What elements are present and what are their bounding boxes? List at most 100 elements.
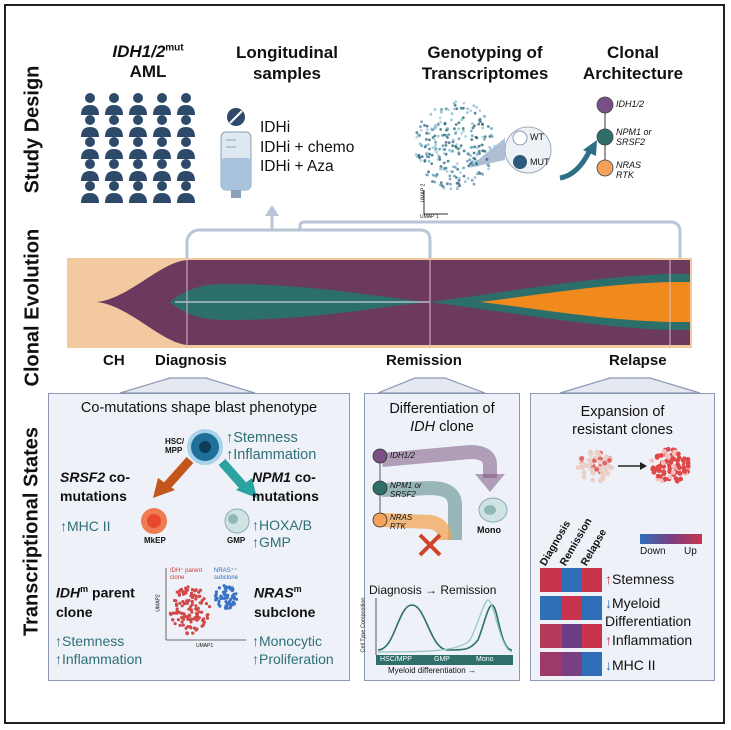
row-label-inflammation: ↑Inflammation	[605, 632, 692, 648]
parent-cell	[184, 589, 188, 593]
umap-cell	[434, 174, 438, 178]
subclone-cell	[224, 589, 228, 593]
umap-cell	[469, 162, 472, 166]
parent-cell	[181, 600, 185, 604]
cell-after	[685, 457, 691, 462]
umap-cell	[481, 135, 485, 139]
parent-cell	[171, 611, 175, 615]
umap-cell	[420, 155, 424, 159]
umap-cell	[446, 159, 450, 163]
umap-cell	[424, 144, 428, 148]
umap-cell	[476, 152, 479, 155]
umap-cell	[454, 145, 458, 149]
umap-cell	[425, 151, 429, 155]
cell-before	[579, 456, 585, 461]
umap-cell	[451, 144, 454, 148]
person-icon	[157, 115, 167, 125]
umap-cell	[439, 165, 443, 168]
aml-title-gene: IDH1/2	[112, 42, 166, 61]
parent-cell	[181, 590, 185, 594]
umap-cell	[452, 101, 456, 105]
umap-cell	[455, 187, 459, 191]
umap-cell	[441, 144, 445, 148]
p2-node-idh: IDH1/2	[390, 451, 415, 460]
cell-after	[676, 465, 682, 470]
parent-cell	[190, 600, 194, 604]
cell-after	[668, 459, 674, 465]
parent-stemness: ↑Stemness	[55, 633, 125, 649]
subclone-cell	[224, 605, 228, 610]
umap-cell	[448, 174, 452, 178]
umap-cell	[473, 145, 477, 149]
stage-relapse: Relapse	[609, 352, 667, 369]
parent-cell	[195, 627, 199, 631]
umap-cell	[425, 138, 428, 141]
umap-cell	[471, 160, 474, 164]
cell-before	[587, 450, 593, 456]
umap-cell	[462, 129, 465, 133]
dx-rem-header: Diagnosis → Remission	[369, 583, 496, 597]
umap-cell	[455, 107, 459, 111]
heatmap-row-inflammation	[540, 624, 602, 648]
parent-cell	[175, 590, 179, 594]
umap-cell	[454, 130, 458, 134]
parent-cell	[205, 616, 210, 620]
parent-cell	[196, 606, 200, 611]
umap-cell	[444, 107, 448, 111]
umap-cell	[490, 127, 493, 130]
person-icon	[109, 159, 119, 169]
umap-cell	[418, 142, 422, 146]
aml-title-sup: mut	[165, 42, 184, 54]
person-icon	[85, 93, 95, 103]
umap-cell	[439, 109, 443, 112]
umap-cell	[477, 161, 480, 164]
legend-down: Down	[640, 546, 666, 557]
architecture-title-2: Architecture	[582, 64, 684, 83]
person-icon	[157, 181, 167, 191]
umap-cell	[433, 180, 437, 184]
aml-title: IDH1/2mut AML	[88, 42, 208, 82]
arch-srsf2-text: SRSF2	[616, 137, 646, 147]
parent-cell	[206, 613, 210, 617]
row-label-stemness: ↑Stemness	[605, 571, 674, 587]
person-icon	[85, 181, 95, 191]
umap-cell	[431, 136, 435, 139]
umap-cell	[436, 122, 440, 126]
umap-cell	[475, 105, 479, 109]
umap1-label: UMAP 1	[420, 214, 439, 220]
parent-cell	[189, 626, 193, 630]
person-icon	[129, 127, 147, 137]
panel2-title-1: Differentiation of	[389, 401, 495, 417]
umap-cell	[478, 109, 482, 112]
gmp-label: GMP	[227, 536, 246, 545]
subclone-monocytic: ↑Monocytic	[252, 633, 323, 649]
person-icon	[157, 93, 167, 103]
umap-cell	[436, 134, 440, 138]
parent-cell	[176, 618, 180, 622]
cell-after	[656, 453, 661, 459]
person-icon	[153, 127, 171, 137]
umap-cell	[462, 149, 466, 153]
umap-cell	[466, 152, 470, 155]
umap-cell	[427, 170, 430, 174]
row-myeloid-arrow: ↓	[605, 595, 612, 611]
p1-umap1-label: UMAP1	[196, 643, 214, 649]
cell-after	[661, 464, 666, 469]
panel1-title: Co-mutations shape blast phenotype	[80, 400, 318, 416]
umap-cell	[419, 159, 423, 162]
umap-cell	[453, 127, 456, 131]
umap-cell	[455, 143, 458, 146]
srsf2-gene: SRSF2	[60, 469, 106, 485]
parent-cell	[181, 592, 185, 596]
umap-cell	[446, 136, 449, 139]
hsc-label: HSC/MPP	[165, 437, 184, 455]
cell-after	[651, 469, 657, 475]
person-icon	[105, 193, 123, 203]
legend-parent: IDH⁺ parent clone	[170, 568, 203, 581]
parent-cell	[186, 617, 190, 621]
subclone-cell	[214, 590, 218, 594]
srsf2-line2: mutations	[60, 488, 127, 504]
